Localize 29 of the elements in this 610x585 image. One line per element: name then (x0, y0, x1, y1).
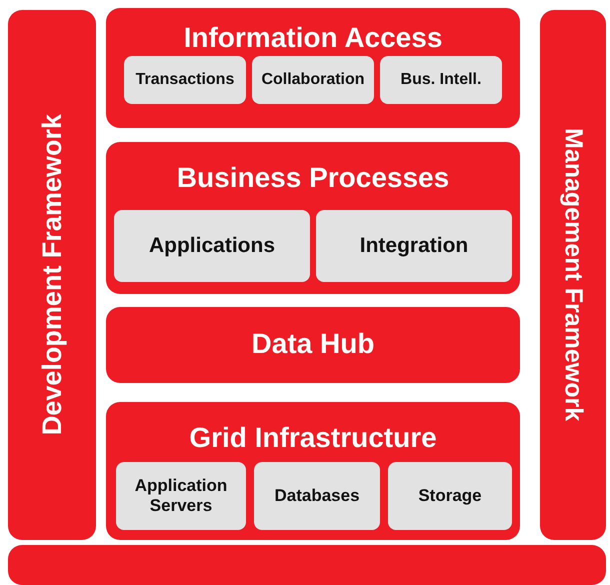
layer-panel (106, 142, 520, 294)
component-box (254, 462, 380, 530)
component-label: Collaboration (260, 71, 366, 89)
component-label: Integration (358, 234, 470, 258)
panel-title: Grid Infrastructure (189, 422, 437, 454)
component-box (124, 56, 246, 104)
component-box (388, 462, 512, 530)
component-box (380, 56, 502, 104)
component-box (114, 210, 310, 282)
layer-panel (106, 402, 520, 540)
layer-title: Development Framework (36, 114, 68, 436)
component-label: Bus. Intell. (400, 71, 482, 89)
component-label: Storage (417, 486, 483, 506)
layer-panel (106, 8, 520, 128)
component-box (252, 56, 374, 104)
layer-title: Data Hub (252, 328, 374, 360)
component-box (116, 462, 246, 530)
panel-title: Business Processes (176, 162, 450, 194)
component-label: Applications (148, 234, 276, 258)
layer-title: Management Framework (558, 128, 588, 422)
component-label: Databases (273, 486, 361, 506)
side-column (8, 10, 96, 540)
side-column (540, 10, 606, 540)
component-label: Application Servers (134, 476, 228, 516)
component-label: Transactions (134, 71, 236, 89)
footer-bar (8, 545, 606, 585)
panel-title: Information Access (184, 22, 442, 54)
component-box (316, 210, 512, 282)
layer-bar (106, 307, 520, 383)
